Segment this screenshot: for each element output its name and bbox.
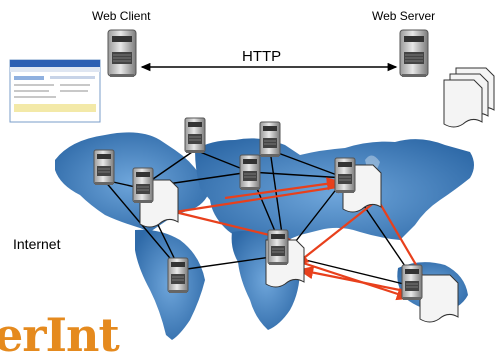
web-server-label: Web Server	[372, 9, 436, 23]
computer-icon-map-6	[334, 157, 356, 194]
computer-icon-map-7	[167, 257, 189, 294]
internet-label: Internet	[13, 236, 61, 252]
computer-icon-map-9	[401, 264, 423, 301]
computer-icon-map-2	[132, 167, 154, 204]
computer-icon-map-8	[267, 229, 289, 266]
document-icon-4	[419, 274, 459, 323]
web-client-label: Web Client	[92, 9, 151, 23]
computer-icon-map-4	[239, 154, 261, 191]
browser-window-icon	[9, 59, 101, 123]
server-documents-icon	[443, 67, 495, 128]
http-label: HTTP	[242, 48, 282, 65]
computer-icon-map-5	[259, 121, 281, 158]
computer-icon-map-3	[184, 117, 206, 154]
computer-icon-map-1	[93, 149, 115, 186]
request-arrows	[174, 177, 434, 301]
web-server-computer-icon	[399, 29, 429, 78]
web-client-computer-icon	[107, 29, 137, 78]
brand-text-fragment: erInt	[0, 308, 120, 362]
